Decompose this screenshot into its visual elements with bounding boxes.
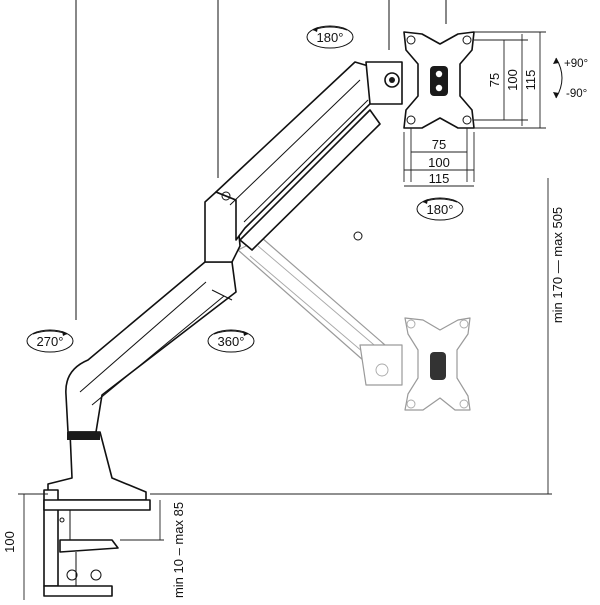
rotation-base-label: 270° <box>37 334 64 349</box>
height-range-label: min 170 — max 505 <box>550 207 565 323</box>
rotation-badge-plate: 180° <box>416 197 464 221</box>
ghost-plate-center <box>430 352 446 380</box>
tilt-down-label: -90° <box>566 88 587 100</box>
desk-thickness-dimension <box>120 500 164 541</box>
upper-arm <box>215 61 383 251</box>
vesa-height-100: 100 <box>505 69 520 91</box>
rotation-badge-top: 180° <box>306 25 354 49</box>
desk-clamp <box>43 431 151 597</box>
tilt-up-label: +90° <box>564 58 588 70</box>
vesa-width-115: 115 <box>429 171 450 186</box>
tilt-head <box>365 61 403 105</box>
tilt-indicator <box>553 57 563 99</box>
rotation-plate-label: 180° <box>427 202 454 217</box>
vesa-width-dimensions <box>403 128 475 187</box>
rotation-badge-elbow: 360° <box>207 329 255 353</box>
vesa-plate-center <box>430 66 448 96</box>
lower-arm <box>65 191 241 433</box>
lowered-arm-ghost <box>237 237 471 411</box>
clamp-height-label: 100 <box>2 531 17 553</box>
clamp-height-dimension <box>18 493 48 600</box>
vesa-height-75: 75 <box>487 73 502 87</box>
vesa-height-dimensions <box>474 31 546 129</box>
height-range-dimension <box>150 178 552 495</box>
vesa-width-75: 75 <box>432 137 446 152</box>
rotation-top-label: 180° <box>317 30 344 45</box>
rotation-badge-base: 270° <box>26 329 74 353</box>
vesa-height-115: 115 <box>523 70 538 91</box>
vesa-plate <box>403 31 475 129</box>
rotation-elbow-label: 360° <box>218 334 245 349</box>
desk-thickness-label: min 10 – max 85 <box>171 502 186 598</box>
vesa-width-100: 100 <box>428 155 450 170</box>
